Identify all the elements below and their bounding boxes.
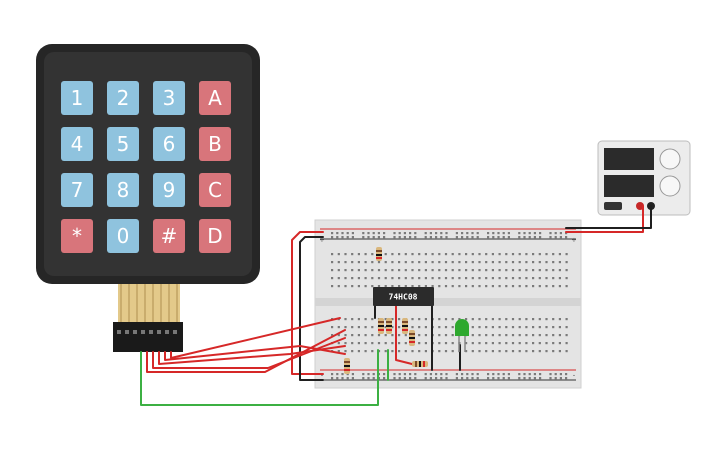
keypad-key-label: C xyxy=(208,178,222,202)
keypad-key-label: B xyxy=(208,132,222,156)
top-plus-sign: + xyxy=(320,236,325,245)
keypad-key-face xyxy=(107,219,139,253)
keypad-key-label: D xyxy=(207,224,222,248)
keypad-key-face xyxy=(107,81,139,115)
resistor[interactable] xyxy=(344,358,350,374)
keypad-key-face xyxy=(153,127,185,161)
chip-label: 74HC08 xyxy=(389,293,418,302)
keypad-key[interactable]: 2 xyxy=(107,81,139,115)
keypad-key-face xyxy=(199,127,231,161)
resistor[interactable] xyxy=(412,361,428,367)
top-plus-sign-right: + xyxy=(572,236,577,245)
keypad-key[interactable]: C xyxy=(199,173,231,207)
keypad-key-label: 4 xyxy=(71,132,84,156)
breadboard-channel xyxy=(315,298,581,306)
resistor[interactable] xyxy=(386,318,392,334)
keypad-key-label: # xyxy=(161,224,178,248)
display-current xyxy=(604,175,654,197)
bottom-minus-sign-right: - xyxy=(573,371,576,380)
keypad-key-face xyxy=(199,219,231,253)
wire-supply-negative[interactable] xyxy=(565,205,652,229)
keypad-key-face xyxy=(61,173,93,207)
keypad-key[interactable]: * xyxy=(61,219,93,253)
breadboard-holes xyxy=(331,232,568,380)
keypad-key-label: 7 xyxy=(71,178,84,202)
current-knob[interactable] xyxy=(659,175,681,197)
keypad-key[interactable]: 8 xyxy=(107,173,139,207)
keypad-key[interactable]: B xyxy=(199,127,231,161)
keypad-key-label: 5 xyxy=(117,132,130,156)
keypad-key[interactable]: 4 xyxy=(61,127,93,161)
resistor[interactable] xyxy=(378,318,384,334)
keypad-key-label: A xyxy=(208,86,222,110)
resistor[interactable] xyxy=(409,330,415,346)
ic-chip-74hc08[interactable]: 74HC08 xyxy=(373,287,434,306)
keypad-key[interactable]: A xyxy=(199,81,231,115)
keypad-keys: 1 2 3 A 4 5 6 B 7 8 9 C * 0 # D xyxy=(61,81,231,253)
power-switch[interactable] xyxy=(604,202,622,210)
keypad-key-label: * xyxy=(72,224,82,248)
resistor[interactable] xyxy=(402,318,408,334)
voltage-knob[interactable] xyxy=(659,148,681,170)
keypad-key[interactable]: # xyxy=(153,219,185,253)
keypad-key[interactable]: 9 xyxy=(153,173,185,207)
keypad-key-face xyxy=(61,219,93,253)
ribbon-cable xyxy=(118,284,180,324)
keypad[interactable]: 1 2 3 A 4 5 6 B 7 8 9 C * 0 # D xyxy=(36,44,260,284)
keypad-key-face xyxy=(199,81,231,115)
keypad-key-face xyxy=(199,173,231,207)
keypad-key[interactable]: 5 xyxy=(107,127,139,161)
wire-supply-positive[interactable] xyxy=(565,205,644,233)
wire-chip-out[interactable] xyxy=(395,299,413,365)
wire-keypad-green[interactable] xyxy=(140,349,379,406)
keypad-key-face xyxy=(107,127,139,161)
keypad-key[interactable]: D xyxy=(199,219,231,253)
keypad-key-label: 1 xyxy=(71,86,84,110)
wire-keypad-col1[interactable] xyxy=(170,317,341,359)
keypad-key-face xyxy=(61,81,93,115)
keypad-key[interactable]: 3 xyxy=(153,81,185,115)
led-green[interactable] xyxy=(455,319,469,352)
keypad-key-label: 3 xyxy=(163,86,176,110)
breadboard[interactable]: + + - - xyxy=(314,219,582,389)
display-voltage xyxy=(604,148,654,170)
keypad-key-face xyxy=(107,173,139,207)
keypad-key-label: 2 xyxy=(117,86,130,110)
resistors xyxy=(344,247,428,374)
keypad-key[interactable]: 0 xyxy=(107,219,139,253)
keypad-key-face xyxy=(61,127,93,161)
keypad-key-face xyxy=(153,219,185,253)
keypad-key[interactable]: 6 xyxy=(153,127,185,161)
keypad-connector[interactable] xyxy=(113,322,183,352)
wire-rail-minus-link[interactable] xyxy=(299,236,324,381)
wire-rail-plus-link[interactable] xyxy=(291,231,324,375)
keypad-key-label: 8 xyxy=(117,178,130,202)
resistor[interactable] xyxy=(376,247,382,261)
power-supply[interactable] xyxy=(597,140,691,216)
wire-keypad-row2[interactable] xyxy=(152,337,346,369)
keypad-key-face xyxy=(153,81,185,115)
wires xyxy=(140,205,652,406)
keypad-key-label: 6 xyxy=(163,132,176,156)
keypad-key-label: 9 xyxy=(163,178,176,202)
keypad-key-label: 0 xyxy=(117,224,130,248)
keypad-key[interactable]: 7 xyxy=(61,173,93,207)
keypad-key[interactable]: 1 xyxy=(61,81,93,115)
keypad-key-face xyxy=(153,173,185,207)
wire-keypad-row4[interactable] xyxy=(164,345,346,361)
